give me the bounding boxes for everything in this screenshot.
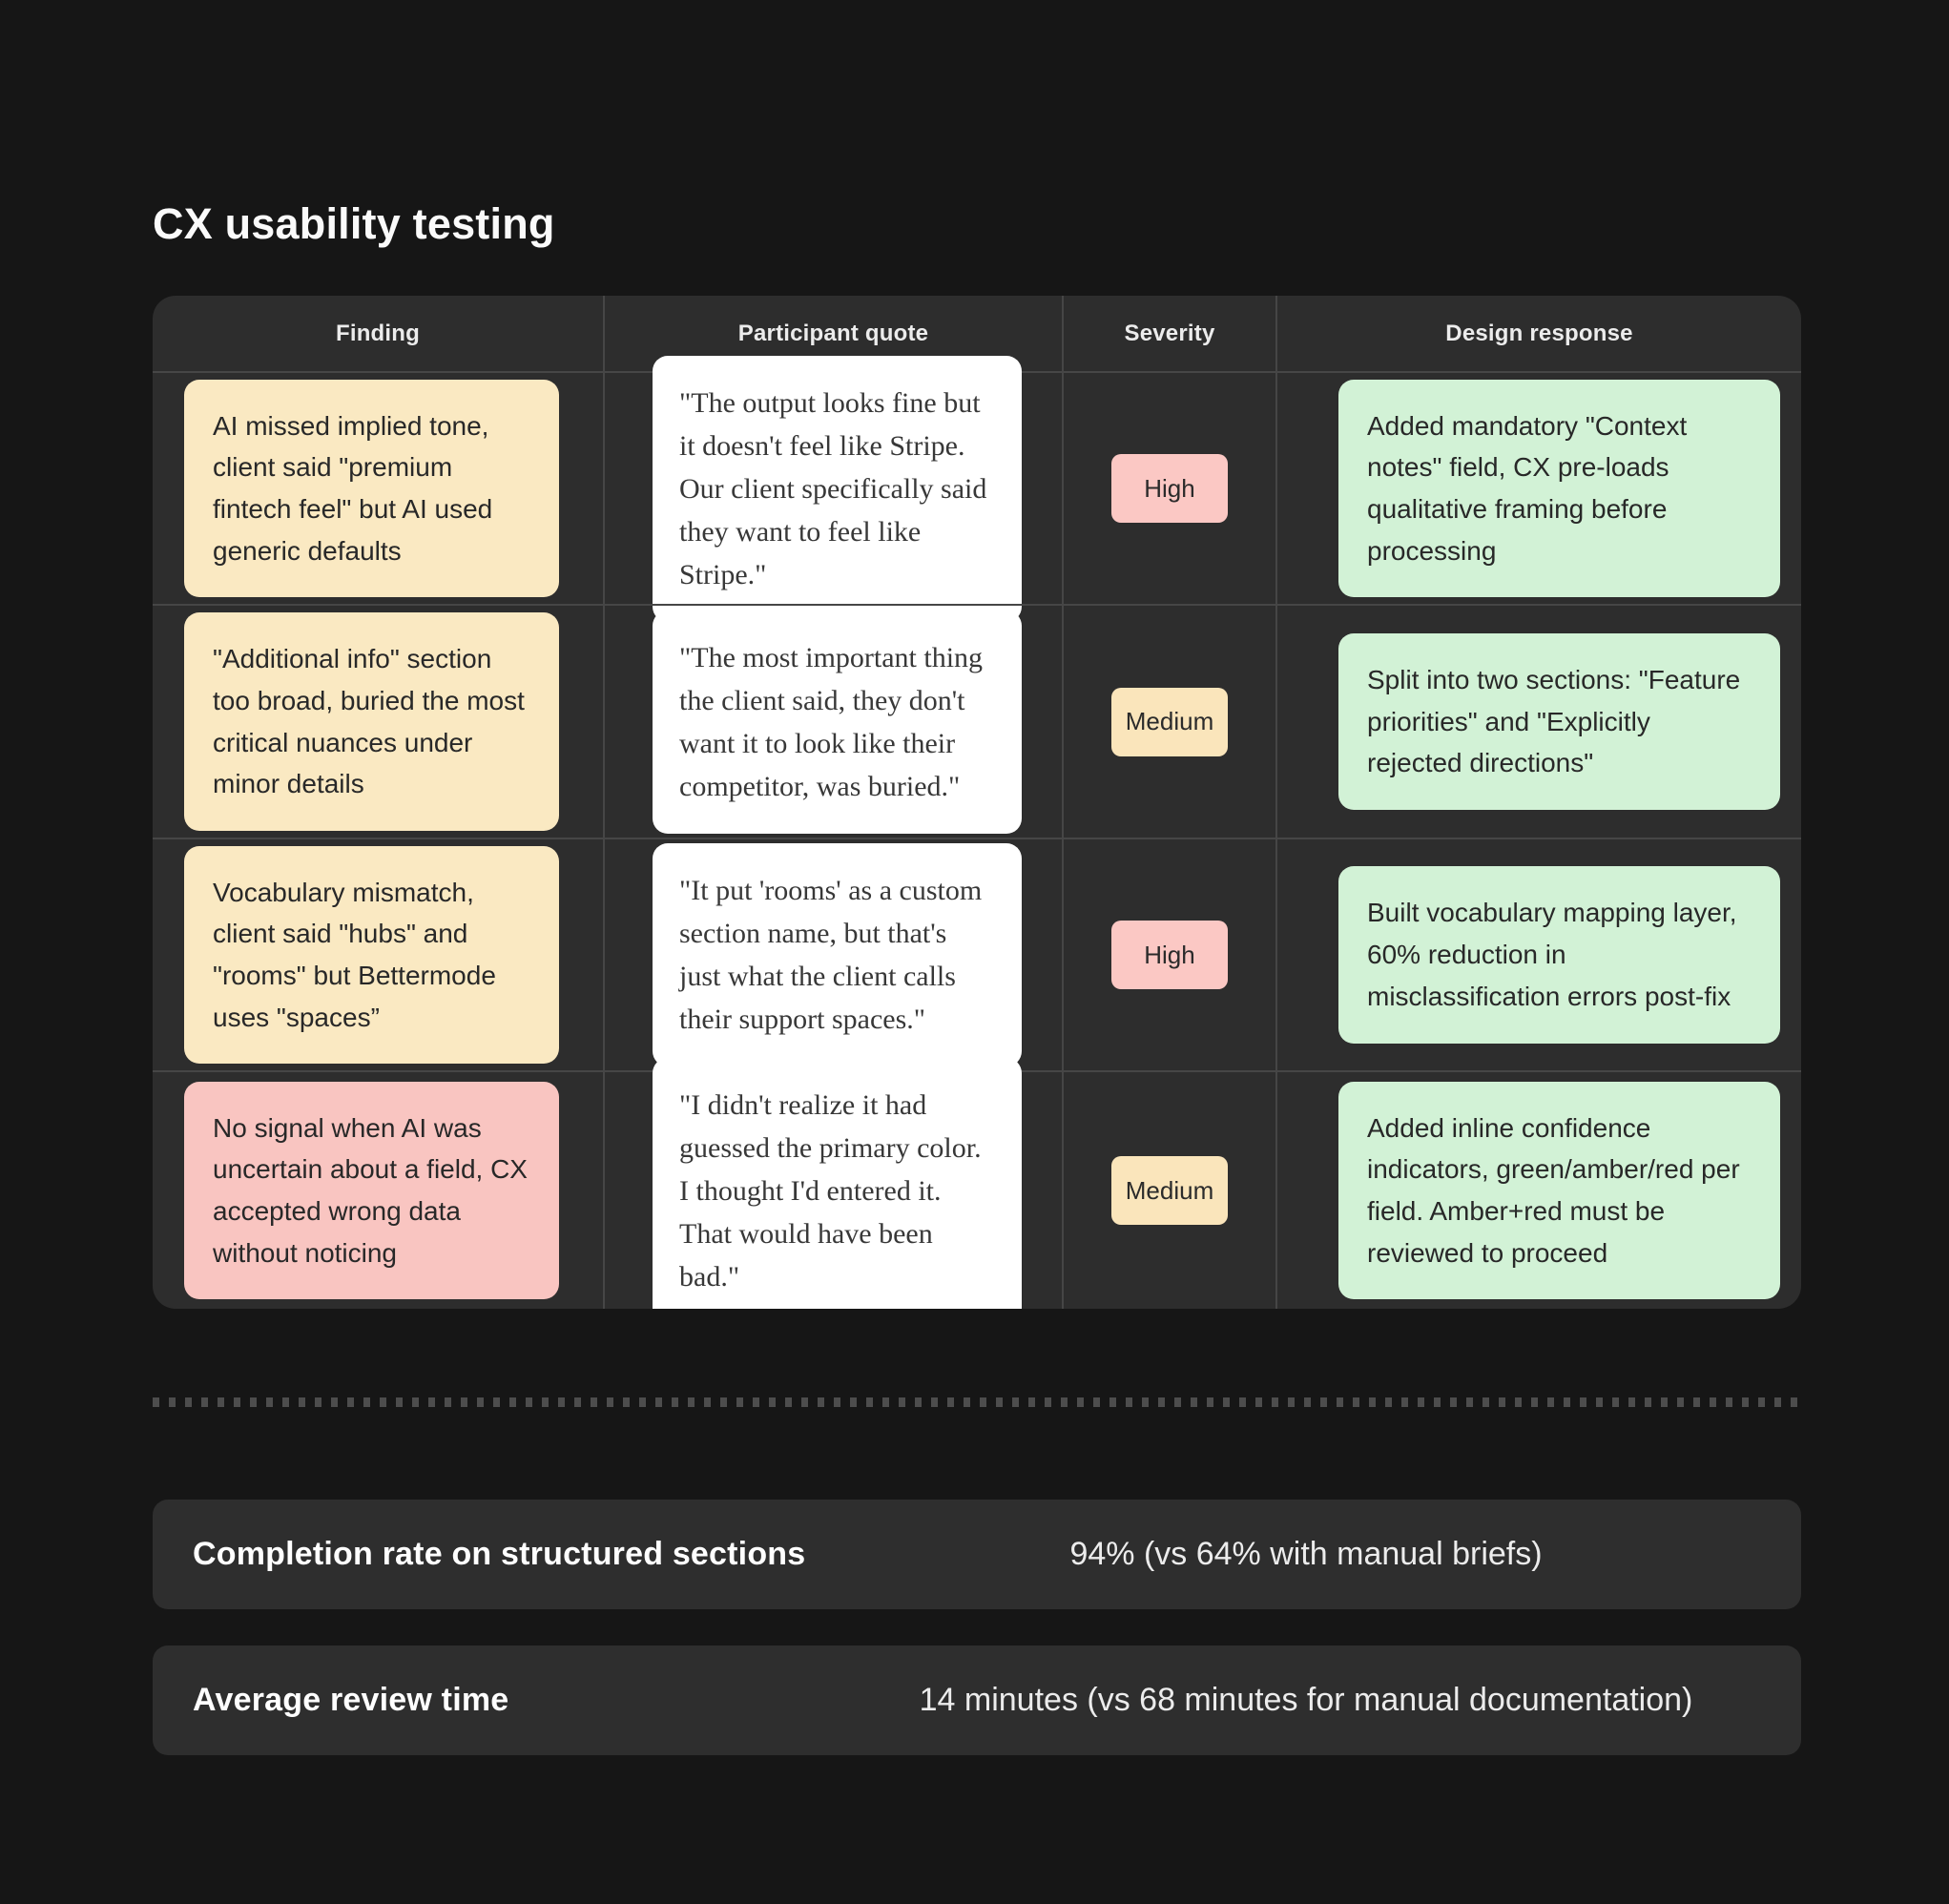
table-cell-quote: "The most important thing the client sai… [605,604,1064,838]
quote-card: "The most important thing the client sai… [653,610,1022,834]
response-card: Split into two sections: "Feature priori… [1338,632,1780,810]
stat-value: 94% (vs 64% with manual briefs) [1069,1536,1543,1572]
severity-badge: High [1111,921,1228,989]
response-card: Added inline confidence indicators, gree… [1338,1081,1780,1300]
table-cell-response: Added mandatory "Context notes" field, C… [1277,371,1801,604]
finding-card: No signal when AI was uncertain about a … [184,1081,559,1300]
table-cell-severity: High [1064,371,1277,604]
table-cell-quote: "I didn't realize it had guessed the pri… [605,1057,1064,1309]
table-cell-severity: Medium [1064,604,1277,838]
response-card: Added mandatory "Context notes" field, C… [1338,379,1780,598]
stat-label: Average review time [193,1682,509,1718]
table-cell-finding: Vocabulary mismatch, client said "hubs" … [153,838,605,1070]
column-header-participant-quote: Participant quote [605,296,1064,371]
table-cell-finding: No signal when AI was uncertain about a … [153,1070,605,1309]
table-cell-response: Built vocabulary mapping layer, 60% redu… [1277,838,1801,1070]
table-cell-severity: Medium [1064,1070,1277,1309]
usability-findings-table: Finding Participant quote Severity Desig… [153,296,1801,1309]
finding-card: Vocabulary mismatch, client said "hubs" … [184,845,559,1065]
finding-card: AI missed implied tone, client said "pre… [184,379,559,598]
table-cell-finding: AI missed implied tone, client said "pre… [153,371,605,604]
table-cell-severity: High [1064,838,1277,1070]
stat-completion-rate: Completion rate on structured sections 9… [153,1500,1801,1609]
table-cell-response: Added inline confidence indicators, gree… [1277,1070,1801,1309]
column-header-severity: Severity [1064,296,1277,371]
table-cell-finding: "Additional info" section too broad, bur… [153,604,605,838]
table-grid: Finding Participant quote Severity Desig… [153,296,1801,1309]
page-title: CX usability testing [153,199,555,249]
stat-average-review-time: Average review time 14 minutes (vs 68 mi… [153,1645,1801,1755]
response-card: Built vocabulary mapping layer, 60% redu… [1338,866,1780,1044]
table-cell-quote: "It put 'rooms' as a custom section name… [605,838,1064,1070]
stat-value: 14 minutes (vs 68 minutes for manual doc… [919,1682,1693,1718]
severity-badge: Medium [1111,1156,1228,1225]
quote-card: "I didn't realize it had guessed the pri… [653,1057,1022,1309]
severity-badge: Medium [1111,687,1228,756]
table-cell-quote: "The output looks fine but it doesn't fe… [605,355,1064,622]
finding-card: "Additional info" section too broad, bur… [184,612,559,831]
quote-card: "It put 'rooms' as a custom section name… [653,843,1022,1066]
dashed-divider [153,1397,1801,1407]
table-cell-response: Split into two sections: "Feature priori… [1277,604,1801,838]
quote-card: "The output looks fine but it doesn't fe… [653,355,1022,622]
severity-badge: High [1111,454,1228,523]
column-header-finding: Finding [153,296,605,371]
stat-label: Completion rate on structured sections [193,1536,806,1572]
column-header-design-response: Design response [1445,320,1633,346]
